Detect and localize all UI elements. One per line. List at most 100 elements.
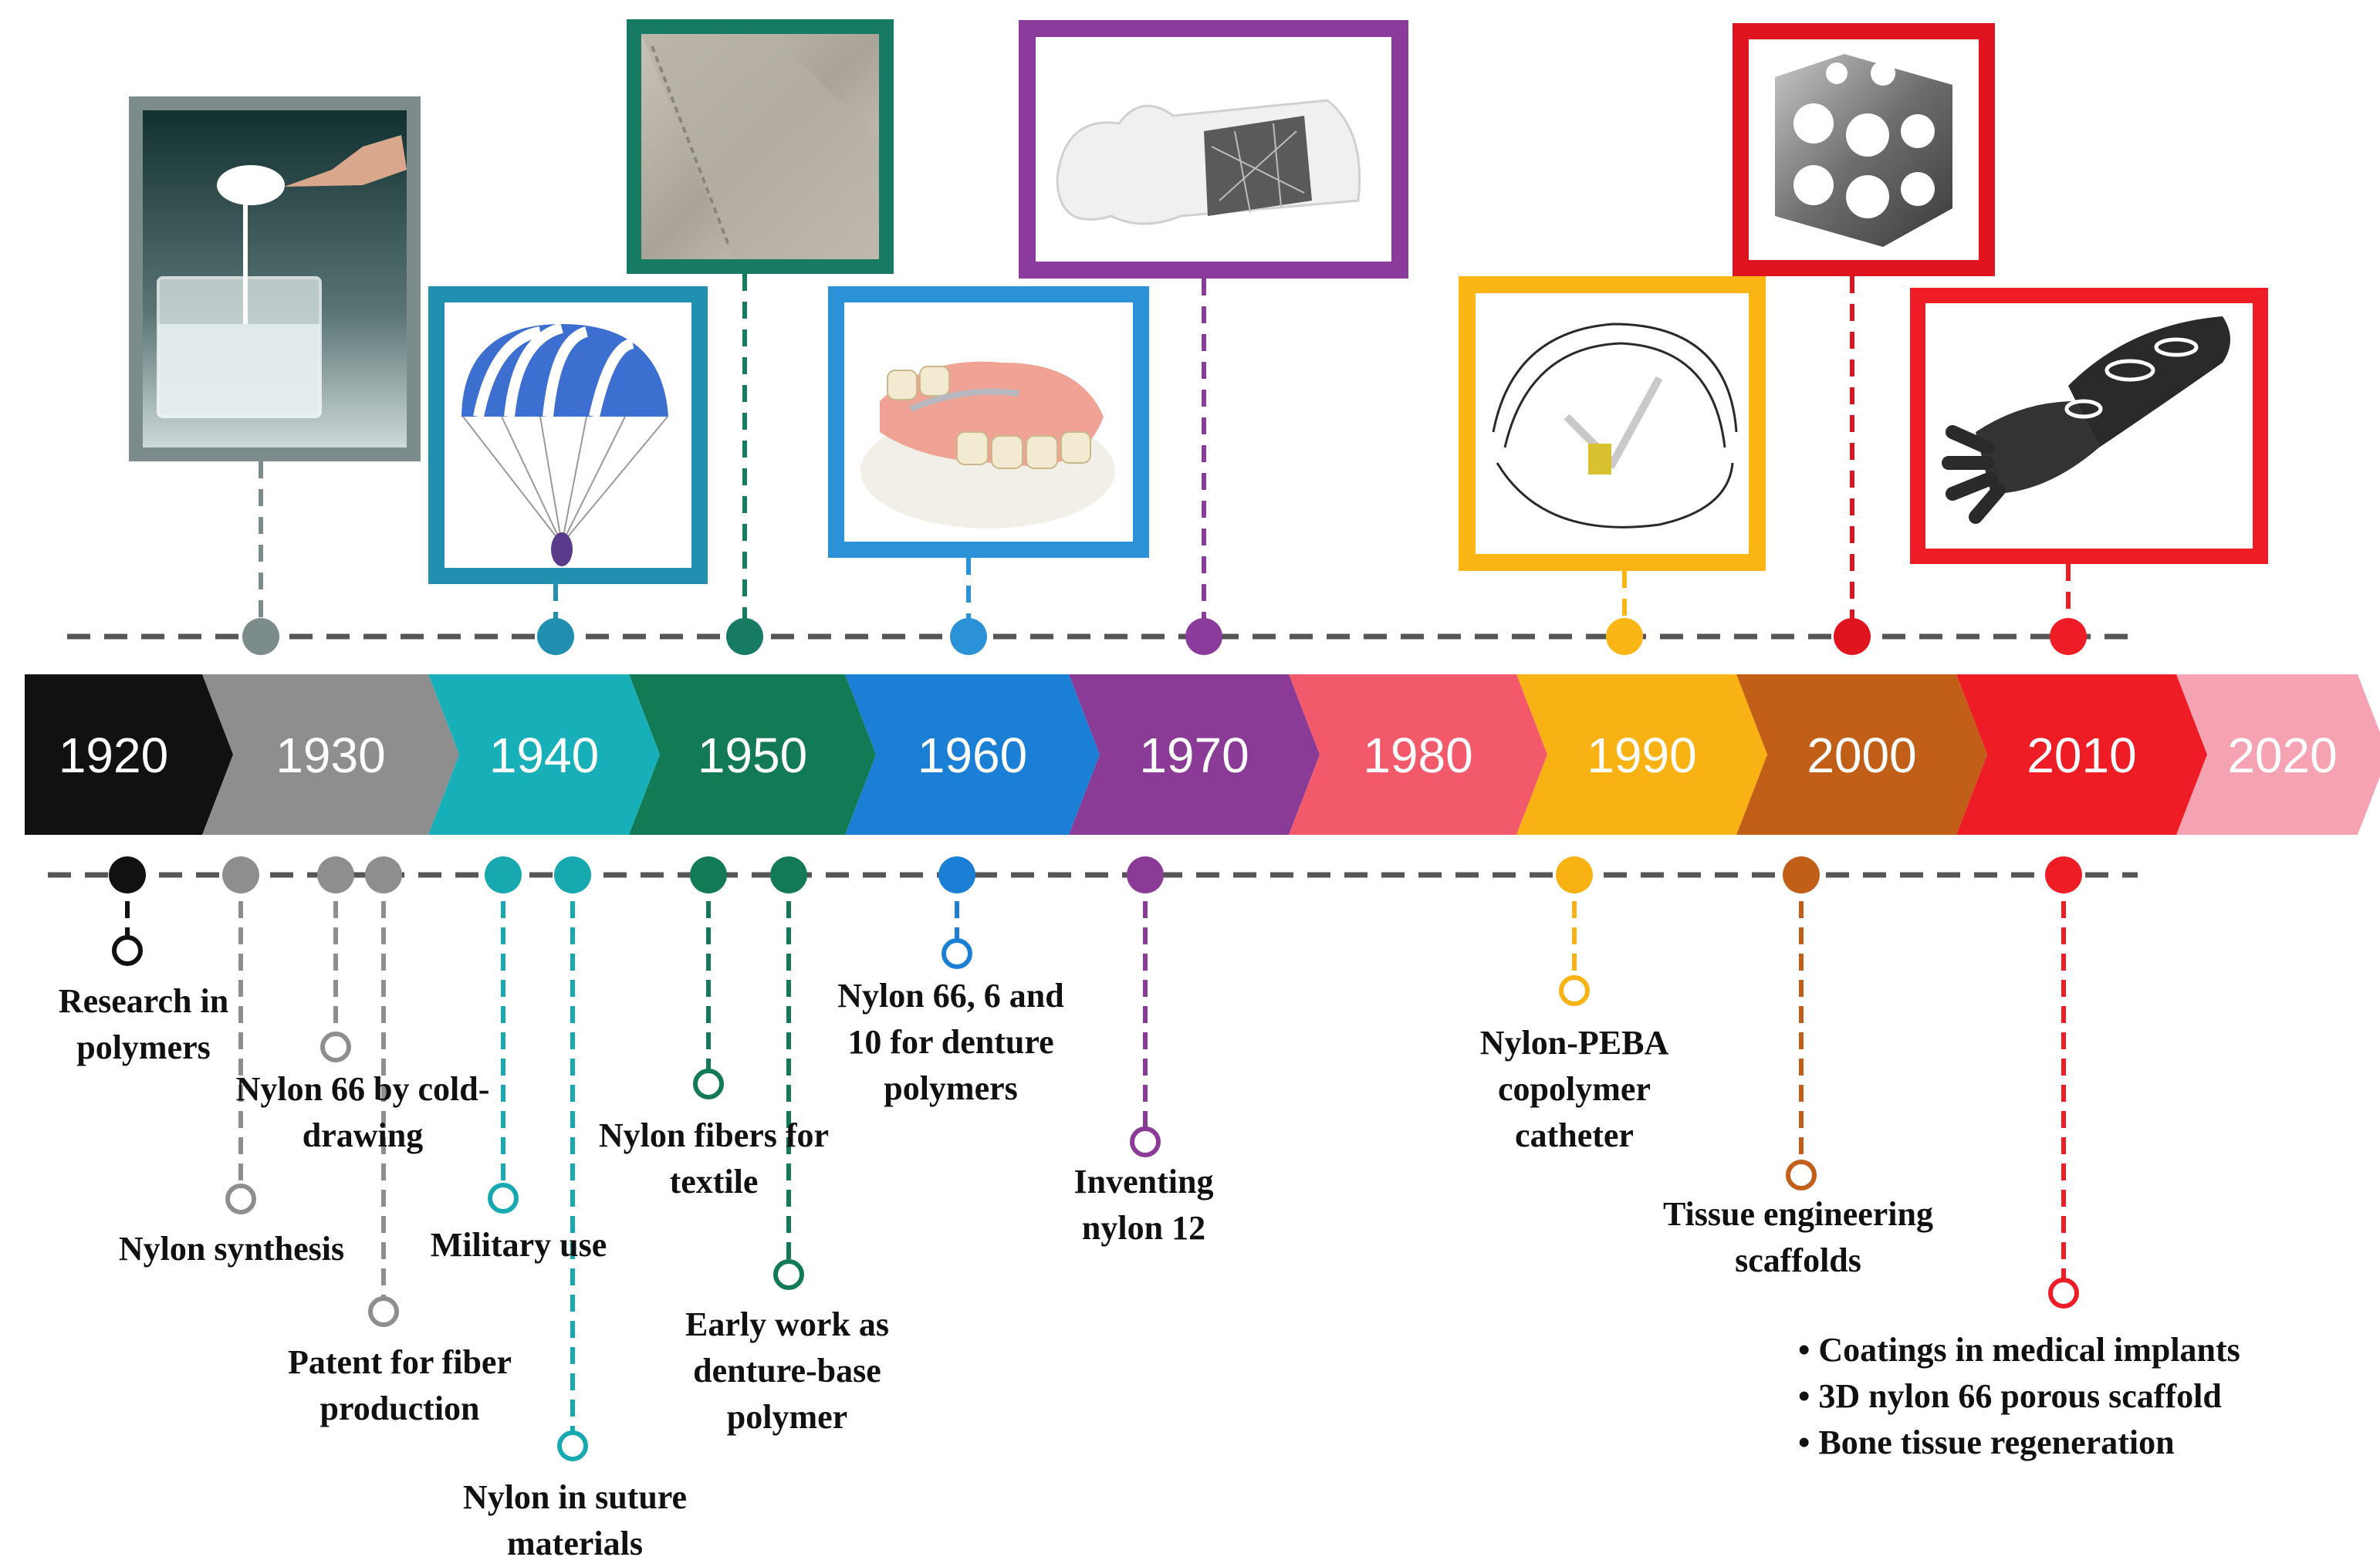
decade-segment-1920: 1920 bbox=[25, 674, 233, 835]
decade-chevron bbox=[845, 674, 1100, 835]
photo-axis-dot bbox=[950, 618, 987, 655]
decade-band: 2020201020001990198019701960195019401930… bbox=[25, 674, 2380, 835]
event-label-line: Early work as bbox=[685, 1305, 889, 1343]
event-label-line: Tissue engineering bbox=[1663, 1195, 1933, 1233]
event-label: Nylon fibers for textile bbox=[599, 1116, 829, 1201]
event-label-line: Nylon fibers for bbox=[599, 1116, 829, 1154]
event-marker bbox=[2045, 856, 2082, 1309]
photo-connector bbox=[537, 584, 574, 655]
photo-panel-textile bbox=[627, 19, 894, 274]
decade-label: 1960 bbox=[918, 728, 1027, 783]
decade-chevron bbox=[202, 674, 459, 835]
event-label-line: production bbox=[319, 1390, 479, 1427]
event-marker bbox=[485, 856, 522, 1214]
event-label: Military use bbox=[431, 1226, 607, 1264]
event-label-line: • Coatings in medical implants bbox=[1798, 1331, 2240, 1369]
event-label-line: Nylon in suture bbox=[463, 1478, 687, 1516]
decade-chevron bbox=[1736, 674, 1987, 835]
event-label-line: Nylon-PEBA bbox=[1480, 1024, 1669, 1062]
decade-chevron bbox=[1289, 674, 1547, 835]
photo-catheter-image bbox=[1476, 293, 1749, 554]
event-marker bbox=[770, 856, 807, 1290]
event-label-line: catheter bbox=[1515, 1116, 1634, 1154]
decade-chevron bbox=[1069, 674, 1320, 835]
event-label-line: polymers bbox=[884, 1069, 1018, 1107]
event-open-circle bbox=[1559, 975, 1590, 1006]
event-label-line: • Bone tissue regeneration bbox=[1798, 1423, 2175, 1461]
decade-chevron bbox=[2176, 674, 2380, 835]
event-marker bbox=[554, 856, 591, 1461]
event-connectors bbox=[109, 856, 2082, 1461]
event-label-line: nylon 12 bbox=[1082, 1209, 1205, 1247]
event-label-line: denture-base bbox=[693, 1352, 881, 1390]
event-open-circle bbox=[112, 935, 143, 966]
event-label-line: scaffolds bbox=[1735, 1241, 1861, 1279]
event-label-line: polymer bbox=[727, 1398, 847, 1436]
event-label-line: Military use bbox=[431, 1226, 607, 1264]
decade-label: 1990 bbox=[1587, 728, 1696, 783]
decade-label: 1970 bbox=[1139, 728, 1249, 783]
event-axis-dot bbox=[365, 856, 402, 893]
decade-label: 1930 bbox=[276, 728, 385, 783]
photo-axis-dot bbox=[726, 618, 763, 655]
event-label: Patent for fiber production bbox=[288, 1343, 512, 1427]
decade-chevron bbox=[25, 674, 233, 835]
event-axis-dot bbox=[1556, 856, 1593, 893]
event-axis-dot bbox=[554, 856, 591, 893]
photo-connector bbox=[242, 461, 279, 655]
event-label: Nylon-PEBA copolymer catheter bbox=[1480, 1024, 1669, 1154]
event-axis-dot bbox=[109, 856, 146, 893]
event-label: • Coatings in medical implants• 3D nylon… bbox=[1798, 1331, 2240, 1461]
photo-connector bbox=[950, 558, 987, 655]
event-label: Tissue engineering scaffolds bbox=[1663, 1195, 1933, 1279]
event-open-circle bbox=[320, 1032, 351, 1062]
event-marker bbox=[1556, 856, 1593, 1006]
photo-axis-dot bbox=[537, 618, 574, 655]
event-label: Nylon 66 by cold-drawing bbox=[236, 1070, 490, 1154]
decade-chevron bbox=[428, 674, 660, 835]
event-label-line: polymers bbox=[76, 1028, 211, 1066]
photo-panel-orthosis bbox=[1910, 288, 2268, 564]
decade-label: 1920 bbox=[59, 728, 168, 783]
decade-chevron bbox=[1956, 674, 2207, 835]
photo-panel-denture bbox=[828, 286, 1149, 558]
event-label: Nylon synthesis bbox=[119, 1230, 344, 1268]
event-label: Early work as denture-base polymer bbox=[685, 1305, 889, 1436]
photo-panel-bone bbox=[1019, 20, 1408, 279]
event-label-line: Nylon 66, 6 and bbox=[837, 977, 1063, 1015]
event-open-circle bbox=[773, 1259, 804, 1290]
event-label-line: drawing bbox=[303, 1116, 423, 1154]
event-marker bbox=[938, 856, 975, 969]
event-label-line: textile bbox=[670, 1163, 759, 1201]
event-open-circle bbox=[1786, 1160, 1817, 1190]
event-label-line: Patent for fiber bbox=[288, 1343, 512, 1381]
event-axis-dot bbox=[485, 856, 522, 893]
event-axis-dot bbox=[690, 856, 727, 893]
event-label-line: copolymer bbox=[1498, 1070, 1651, 1108]
event-axis-dot bbox=[2045, 856, 2082, 893]
decade-segment-1970: 1970 bbox=[1069, 674, 1320, 835]
photo-connector bbox=[2050, 564, 2087, 655]
event-marker bbox=[1783, 856, 1820, 1190]
event-open-circle bbox=[225, 1184, 256, 1214]
decade-label: 1940 bbox=[489, 728, 599, 783]
photo-axis-dot bbox=[1606, 618, 1643, 655]
event-marker bbox=[365, 856, 402, 1327]
event-open-circle bbox=[942, 938, 972, 969]
event-label-line: Inventing bbox=[1074, 1163, 1214, 1201]
photo-connector bbox=[1185, 279, 1222, 655]
decade-segment-2010: 2010 bbox=[1956, 674, 2207, 835]
event-axis-dot bbox=[317, 856, 354, 893]
upper-connectors bbox=[242, 274, 2087, 655]
event-open-circle bbox=[488, 1183, 519, 1214]
photo-panel-lattice bbox=[1733, 23, 1995, 276]
event-marker bbox=[1127, 856, 1164, 1157]
event-marker bbox=[317, 856, 354, 1062]
decade-segment-1930: 1930 bbox=[202, 674, 459, 835]
decade-segment-2020: 2020 bbox=[2176, 674, 2380, 835]
photo-panel-parachute bbox=[428, 286, 708, 584]
photo-panel-beaker bbox=[129, 96, 421, 461]
